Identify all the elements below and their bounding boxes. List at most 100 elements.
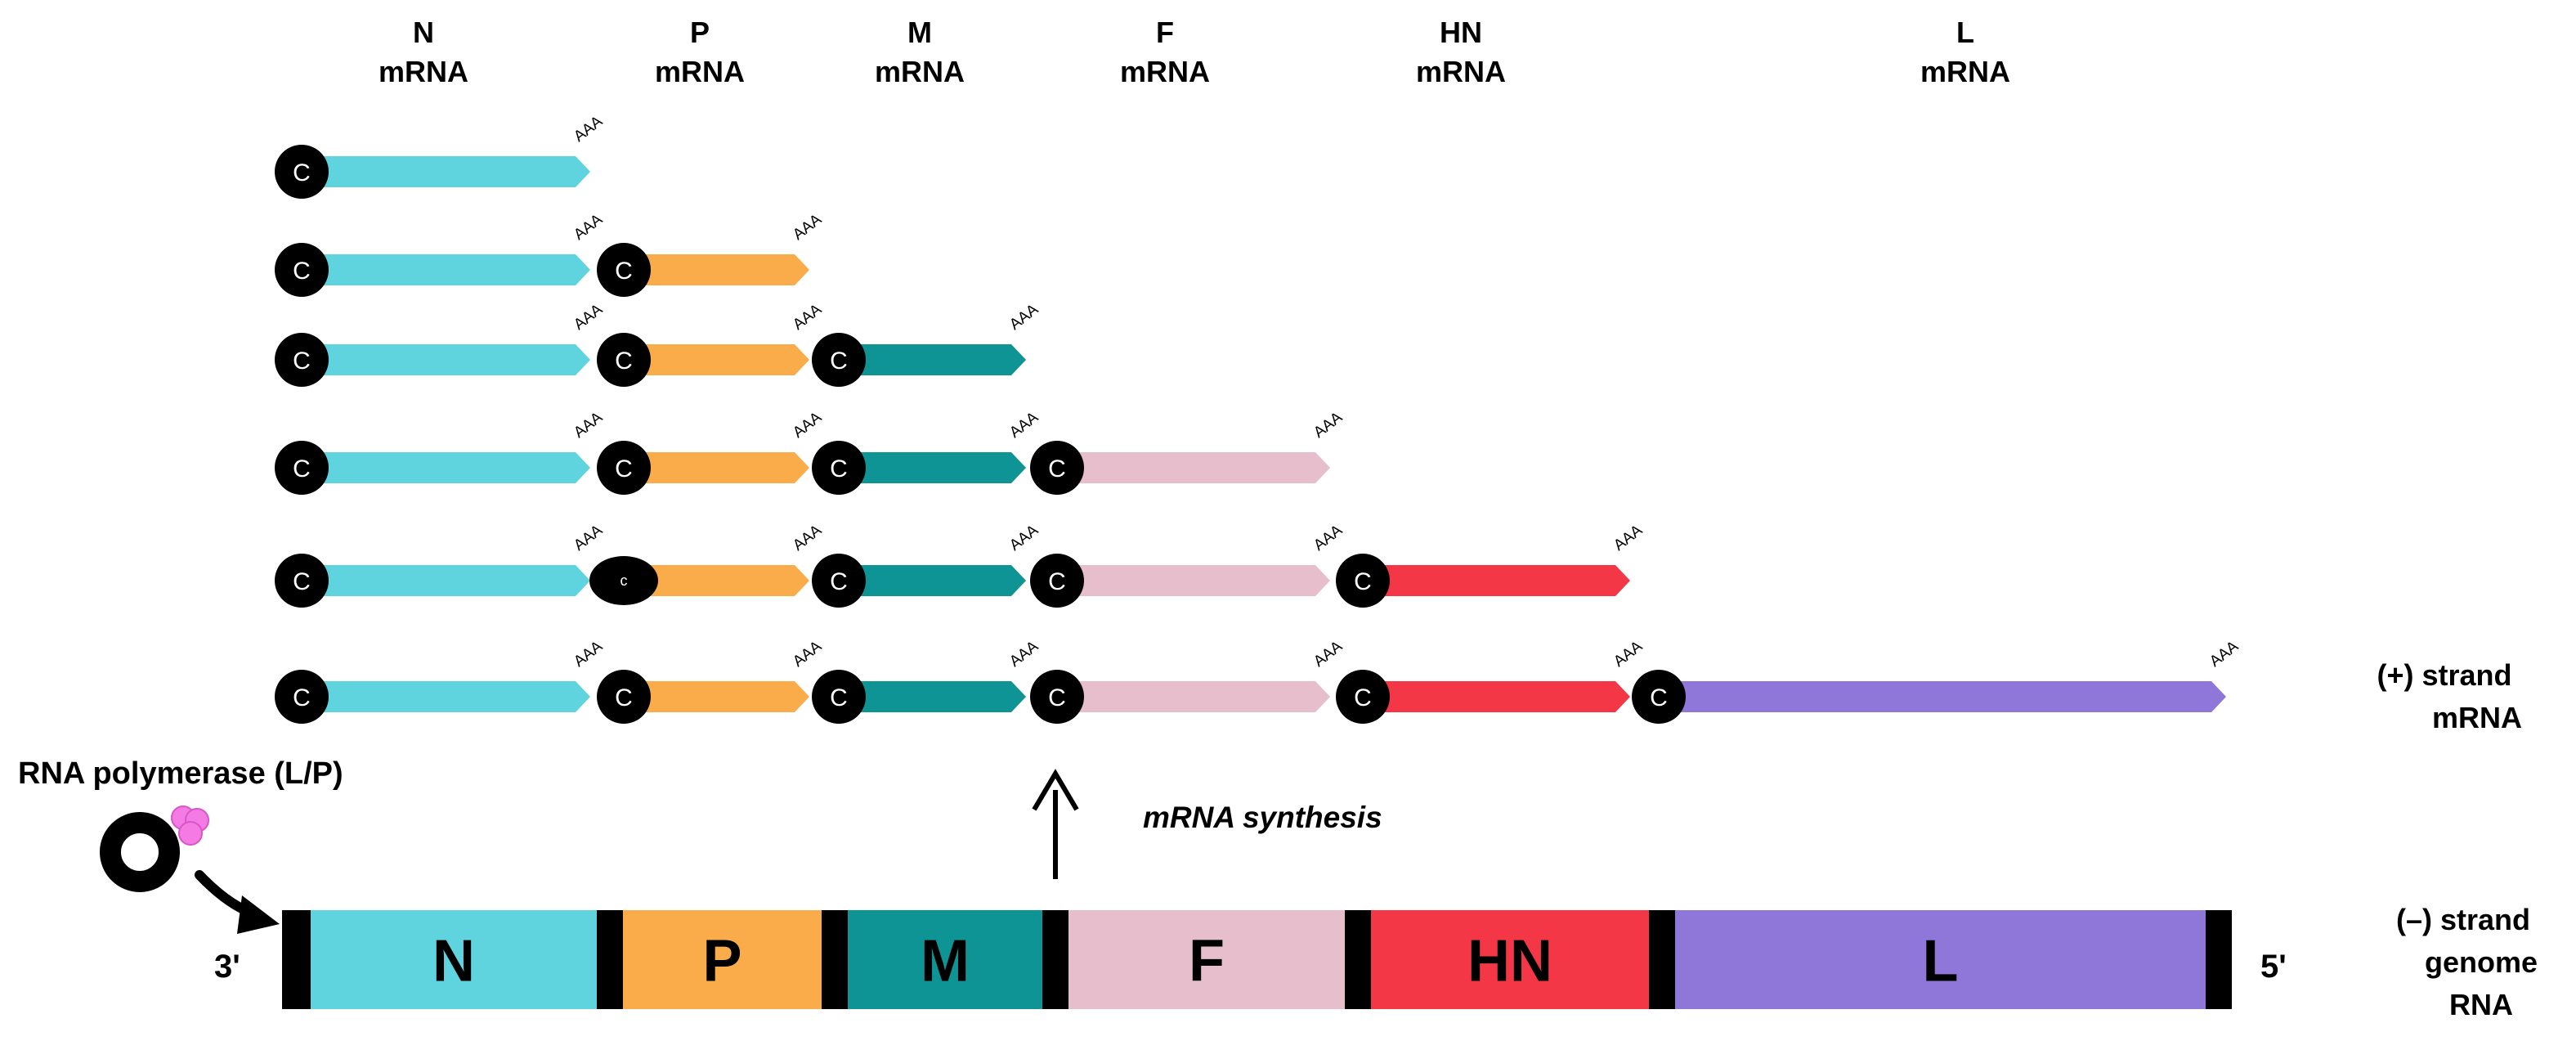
cap-icon: C: [275, 670, 329, 724]
cap-label: C: [615, 684, 633, 711]
polya-tail-label: AAA: [571, 409, 606, 442]
m-mrna-arrow: [855, 681, 1026, 712]
plus-strand-line1: (+) strand: [2377, 658, 2511, 692]
cap-label: C: [1048, 568, 1066, 595]
header-hn-mrna: mRNA: [1416, 55, 1506, 88]
cap-label: C: [1354, 684, 1372, 711]
cap-icon: C: [812, 441, 866, 495]
header-l-gene: L: [1956, 16, 1974, 49]
cap-icon: C: [1336, 670, 1390, 724]
polya-tail-label: AAA: [1310, 409, 1346, 442]
cap-label: C: [830, 568, 848, 595]
polya-tail-label: AAA: [790, 638, 825, 671]
cap-label: C: [1650, 684, 1668, 711]
plus-strand-line2: mRNA: [2432, 701, 2522, 734]
cap-label: C: [615, 258, 633, 285]
genome-segment-f-label: F: [1189, 929, 1225, 994]
minus-strand-line1: (–) strand: [2396, 903, 2530, 936]
plus-strand-label: (+) strand mRNA: [2377, 658, 2522, 734]
polya-tail-label: AAA: [571, 638, 606, 671]
polya-tail-label: AAA: [1310, 522, 1346, 554]
genome-5prime-label: 5': [2260, 949, 2287, 985]
hn-mrna-arrow: [1379, 681, 1630, 712]
n-mrna-arrow: [319, 565, 590, 596]
genome-segment-m: [848, 910, 1042, 1009]
header-m-gene: M: [907, 16, 932, 49]
cap-icon: C: [812, 333, 866, 387]
genome-segment-l: [1675, 910, 2206, 1009]
genome-segment-hn-label: HN: [1467, 929, 1552, 994]
f-mrna-arrow: [1073, 681, 1330, 712]
genome-segment-hn: [1371, 910, 1649, 1009]
cap-label: C: [615, 348, 633, 375]
polya-tail-label: AAA: [1006, 301, 1042, 334]
cap-label: C: [1048, 684, 1066, 711]
mrna-transcripts: AAACAAACAAACAAACAAACAAACAAACAAACAAACAAAC…: [275, 113, 2242, 724]
cap-label: C: [830, 684, 848, 711]
cap-label: C: [1048, 455, 1066, 482]
polya-tail-label: AAA: [1611, 522, 1646, 554]
cap-icon: C: [597, 333, 651, 387]
polya-tail-label: AAA: [571, 211, 606, 244]
cap-label: c: [620, 572, 628, 589]
header-m-mrna: mRNA: [875, 55, 965, 88]
minus-strand-line2: genome: [2425, 945, 2538, 979]
n-mrna-arrow: [319, 452, 590, 483]
m-mrna-arrow: [855, 452, 1026, 483]
header-n-gene: N: [413, 16, 434, 49]
n-mrna-arrow: [319, 254, 590, 285]
p-mrna-arrow: [646, 681, 809, 712]
cap-label: C: [293, 568, 311, 595]
n-mrna-arrow: [319, 156, 590, 187]
mrna-synthesis-label: mRNA synthesis: [1143, 801, 1382, 834]
polya-tail-label: AAA: [790, 409, 825, 442]
gene-junction: [822, 910, 848, 1009]
polya-tail-label: AAA: [571, 301, 606, 334]
genome-segment-p-label: P: [702, 929, 741, 994]
polya-tail-label: AAA: [1006, 638, 1042, 671]
polymerase-label: RNA polymerase (L/P): [18, 756, 343, 791]
p-mrna-arrow: [646, 565, 809, 596]
cap-icon: C: [1336, 554, 1390, 608]
cap-label: C: [293, 348, 311, 375]
gene-junction: [282, 910, 311, 1009]
gene-junction: [1345, 910, 1371, 1009]
polya-tail-label: AAA: [1611, 638, 1646, 671]
cap-label: C: [830, 455, 848, 482]
cap-icon: C: [275, 554, 329, 608]
genome-segment-n-label: N: [432, 929, 475, 994]
gene-junction: [1042, 910, 1068, 1009]
cap-label: C: [293, 684, 311, 711]
header-f-gene: F: [1156, 16, 1174, 49]
n-mrna-arrow: [319, 681, 590, 712]
cap-icon: C: [1030, 441, 1084, 495]
transcript-row: AAA C: [275, 113, 606, 199]
polya-tail-label: AAA: [571, 113, 606, 146]
genome-segment-l-label: L: [1923, 929, 1959, 994]
cap-icon: C: [597, 441, 651, 495]
up-arrow-icon: [1032, 769, 1079, 879]
header-p-mrna: mRNA: [655, 55, 745, 88]
minus-strand-label: (–) strand genome RNA: [2396, 903, 2538, 1021]
polya-tail-label: AAA: [1006, 409, 1042, 442]
cap-icon: C: [275, 243, 329, 297]
cap-label: C: [293, 455, 311, 482]
genome-segment-p: [623, 910, 822, 1009]
cap-icon: C: [812, 670, 866, 724]
genome-segment-n: [311, 910, 597, 1009]
p-mrna-arrow: [646, 452, 809, 483]
curved-arrow-icon: [195, 870, 280, 934]
cap-icon: C: [275, 441, 329, 495]
f-mrna-arrow: [1073, 565, 1330, 596]
cap-label: C: [293, 159, 311, 186]
genome-3prime-label: 3': [214, 949, 240, 985]
cap-label: C: [830, 348, 848, 375]
m-mrna-arrow: [855, 344, 1026, 375]
cap-label: C: [293, 258, 311, 285]
header-f-mrna: mRNA: [1120, 55, 1210, 88]
